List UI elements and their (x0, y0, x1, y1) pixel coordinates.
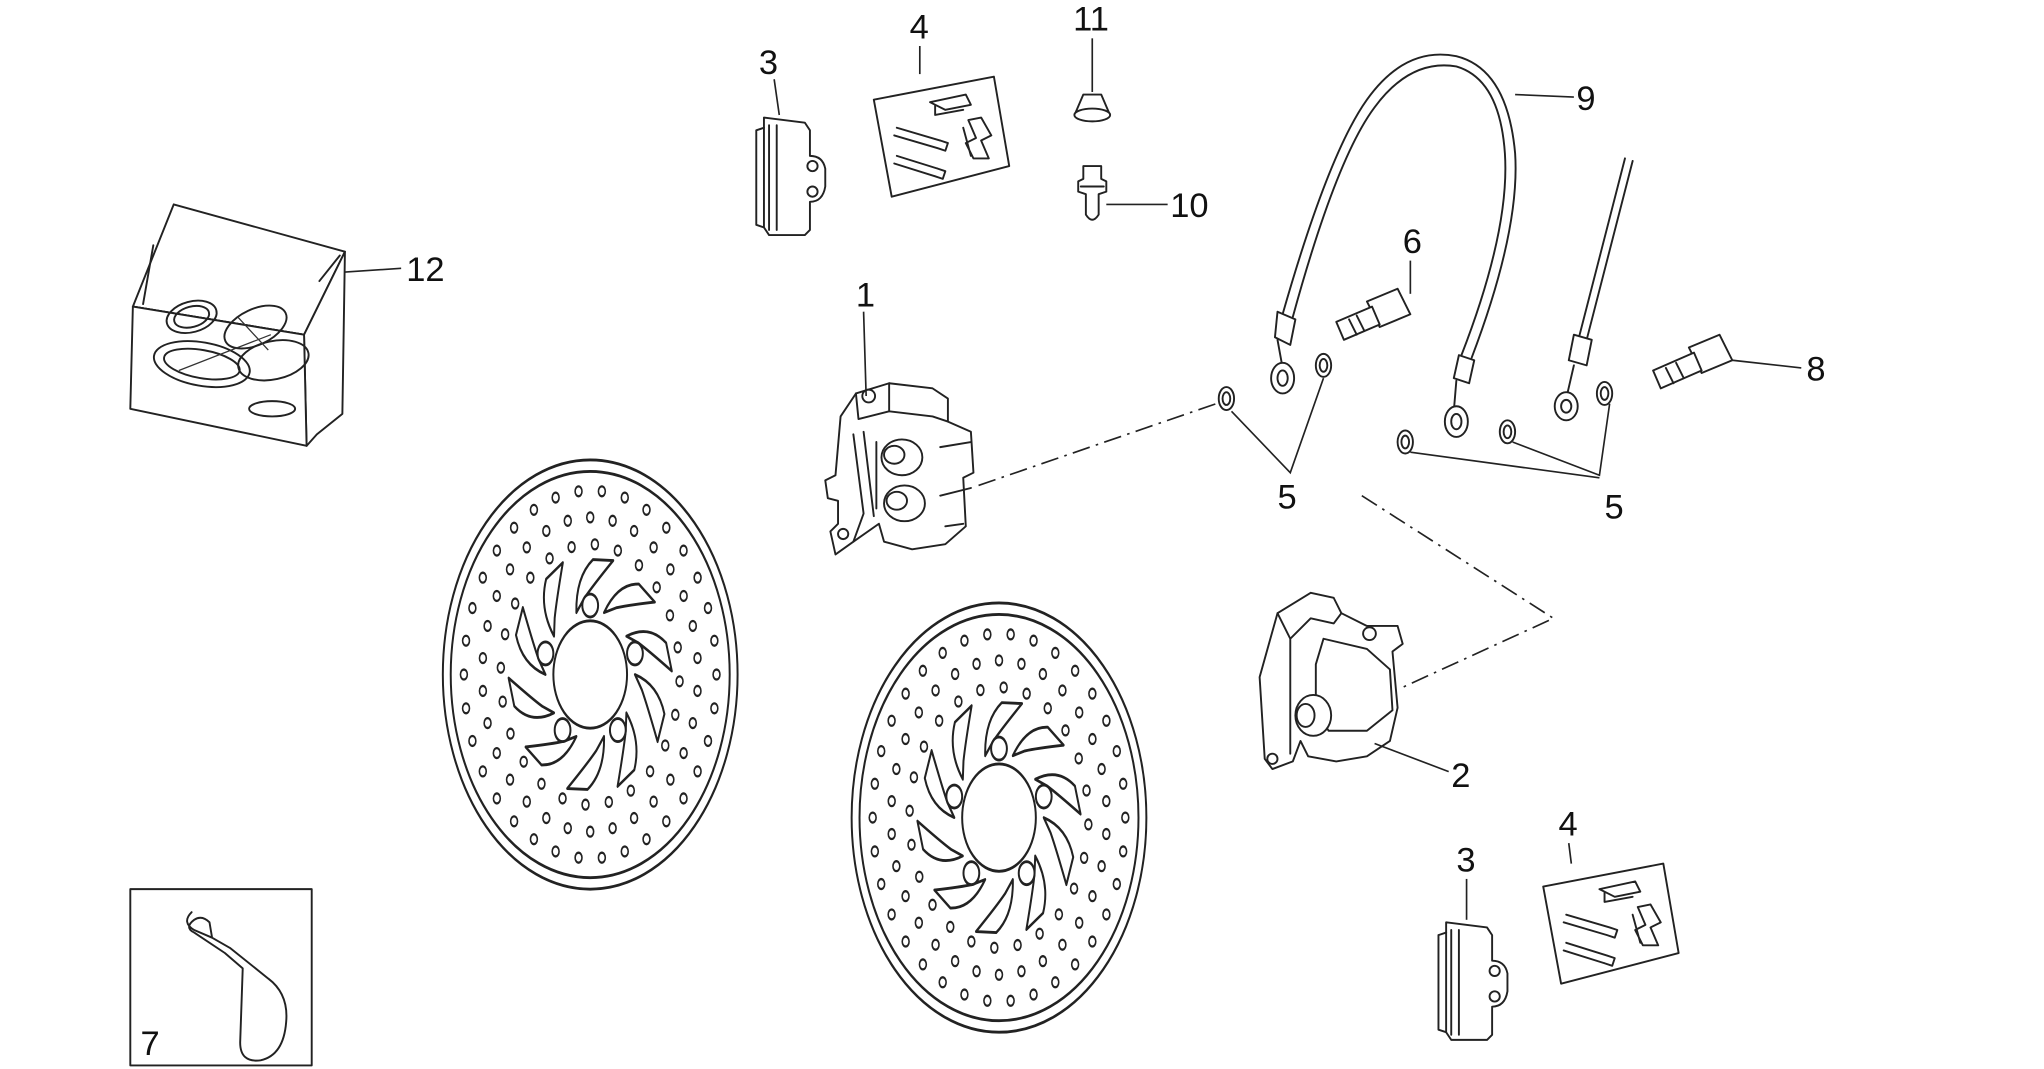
callout-11: 11 (1073, 1, 1109, 39)
brake-caliper-front-left (824, 382, 975, 556)
clip-frame (129, 888, 313, 1067)
callout-1: 1 (856, 277, 875, 315)
centerline-caliper-2 (1361, 494, 1556, 689)
callout-8: 8 (1806, 351, 1825, 389)
pad-hardware-kit-bottom (1542, 862, 1680, 985)
callout-3-bottom: 3 (1456, 841, 1475, 879)
bleeder-valve (1077, 165, 1108, 221)
callout-3-top: 3 (759, 44, 778, 82)
banjo-bolt-lower (1652, 333, 1734, 390)
brake-disc-right (850, 601, 1148, 1034)
callout-9: 9 (1576, 80, 1595, 118)
callout-10: 10 (1170, 187, 1208, 225)
callout-2: 2 (1451, 757, 1470, 795)
callout-5-lower: 5 (1605, 489, 1624, 527)
callout-6: 6 (1403, 223, 1422, 261)
gasket-kit-bag (129, 203, 346, 447)
brake-pad-top (755, 116, 827, 237)
brake-line-secondary (1578, 157, 1634, 341)
callout-4-bottom: 4 (1559, 805, 1578, 843)
centerline-caliper-1 (978, 402, 1217, 487)
callout-4-top: 4 (910, 8, 929, 46)
callout-12: 12 (406, 251, 444, 289)
brake-disc-left (441, 458, 740, 891)
pad-hardware-kit-top (872, 75, 1011, 198)
bleeder-cap (1073, 93, 1112, 123)
brake-pad-bottom (1437, 921, 1509, 1041)
spring-clip (186, 911, 288, 1062)
brake-hose (1270, 53, 1517, 438)
callout-7: 7 (141, 1025, 160, 1063)
callout-5-upper: 5 (1278, 478, 1297, 516)
brake-caliper-front-right (1258, 591, 1404, 771)
banjo-bolt-upper (1335, 287, 1412, 341)
